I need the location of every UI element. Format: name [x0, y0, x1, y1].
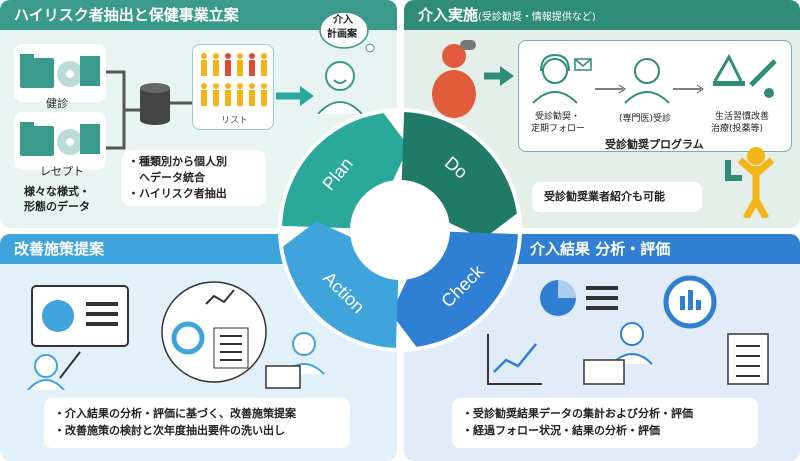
analysis-bubble-icon [161, 281, 267, 383]
check-segment [391, 231, 518, 347]
person-laptop-icon [583, 322, 653, 385]
line-chart-icon [487, 334, 542, 385]
person-figure [237, 53, 243, 59]
person-figure [201, 83, 207, 89]
q3-bullets-card: ・介入結果の分析・評価に基づく、改善施策提案 ・改善施策の検討と次年度抽出要件の… [44, 398, 350, 448]
receipt-label: レセプト [40, 165, 84, 178]
referral-card: 受診勧奨業者紹介も可能 [532, 182, 702, 212]
list-label: リスト [221, 116, 249, 126]
person-figure-body [237, 90, 243, 106]
person-figure-body [225, 60, 231, 76]
q3-bullet-2: ・改善施策の検討と次年度抽出要件の洗い出し [54, 424, 285, 437]
referral-label: 受診勧奨業者紹介も可能 [544, 190, 665, 203]
person-figure-body [261, 90, 267, 106]
person-figure [261, 53, 267, 59]
integration-card: ・種類別から個人別 へデータ統合 ・ハイリスク者抽出 [122, 150, 266, 206]
q4-bullets-card: ・受診勧奨結果データの集計および分析・評価 ・経過フォロー状況・結果の分析・評価 [452, 398, 758, 448]
person-figure-body [261, 60, 267, 76]
q4-bullet-2: ・経過フォロー状況・結果の分析・評価 [462, 424, 660, 437]
q3-bullet-1: ・介入結果の分析・評価に基づく、改善施策提案 [54, 407, 296, 420]
various-line2: 形態のデータ [24, 200, 90, 213]
person-icon [317, 61, 363, 114]
person-figure-body [225, 90, 231, 106]
quadrant-do: 介入実施(受診勧奨・情報提供など) 受診勧奨・ 定期フォロー (専門医)受診 生 [404, 0, 800, 228]
pie-chart-icon [540, 280, 576, 316]
arrow-right-icon [276, 86, 314, 106]
program-label: 受診勧奨プログラム [605, 138, 704, 151]
quadrant-plan: ハイリスク者抽出と保健事業立案 健診 レセプト 様々な様式・ 形態のデータ [0, 0, 397, 228]
person-figure-body [213, 60, 219, 76]
plan-segment [282, 113, 409, 229]
healthy-person-icon [737, 147, 775, 218]
person-figure [225, 53, 231, 59]
arrow-right-icon [484, 66, 514, 86]
followup-line2: 定期フォロー [531, 124, 586, 134]
person-figure-body [213, 90, 219, 106]
action-segment [283, 221, 399, 348]
integration-bullet-1: ・種類別から個人別 [128, 155, 227, 168]
person-figure-body [249, 60, 255, 76]
folder-icon [20, 54, 100, 88]
program-card: 受診勧奨・ 定期フォロー (専門医)受診 生活習慣改善 治療(投薬等) 受診勧奨… [518, 40, 792, 152]
person-figure [249, 83, 255, 89]
people-list-icon [201, 53, 267, 106]
person-figure [213, 83, 219, 89]
person-laptop-icon [265, 332, 325, 389]
lifestyle-line2: 治療(投薬等) [711, 124, 764, 134]
q4-bullet-1: ・受診勧奨結果データの集計および分析・評価 [462, 407, 693, 420]
receipt-card [14, 112, 106, 170]
presentation-icon [27, 285, 129, 390]
q2-title: 介入実施(受診勧奨・情報提供など) [404, 0, 800, 30]
list-card: リスト [192, 44, 274, 130]
list-icon [586, 286, 618, 310]
followup-line1: 受診勧奨・ [535, 112, 581, 122]
person-figure [249, 53, 255, 59]
bubble-line2: 計画案 [327, 29, 357, 40]
integration-bullet-3: ・ハイリスク者抽出 [128, 187, 227, 200]
person-figure-body [249, 90, 255, 106]
person-figure [213, 53, 219, 59]
person-figure-body [201, 60, 207, 76]
person-figure [225, 83, 231, 89]
bubble-line1: 介入 [333, 15, 353, 26]
person-figure-body [237, 60, 243, 76]
q2-title-sub: (受診勧奨・情報提供など) [478, 12, 596, 23]
q2-title-main: 介入実施 [418, 6, 479, 24]
quadrant-check: 介入結果 分析・評価 ・受診勧奨結果データの集計および分析・評価 ・経過フォロー… [404, 234, 800, 461]
lifestyle-line1: 生活習慣改善 [715, 112, 770, 122]
person-figure [261, 83, 267, 89]
arrow-down-icon [725, 160, 742, 181]
database-icon [140, 83, 170, 125]
person-figure [201, 53, 207, 59]
kenshin-card [14, 44, 106, 102]
kenshin-label: 健診 [46, 97, 68, 110]
person-figure [237, 83, 243, 89]
patient-icon [432, 40, 476, 118]
document-icon [727, 333, 769, 385]
program-flow [532, 53, 777, 104]
specialist-label: (専門医)受診 [619, 114, 672, 124]
integration-bullet-2: へデータ統合 [128, 171, 205, 184]
thought-bubble-icon [319, 11, 375, 53]
various-line1: 様々な様式・ [24, 185, 90, 198]
folder-icon [20, 122, 100, 156]
do-segment [401, 112, 517, 239]
bar-ring-icon [663, 275, 717, 329]
person-figure-body [201, 90, 207, 106]
